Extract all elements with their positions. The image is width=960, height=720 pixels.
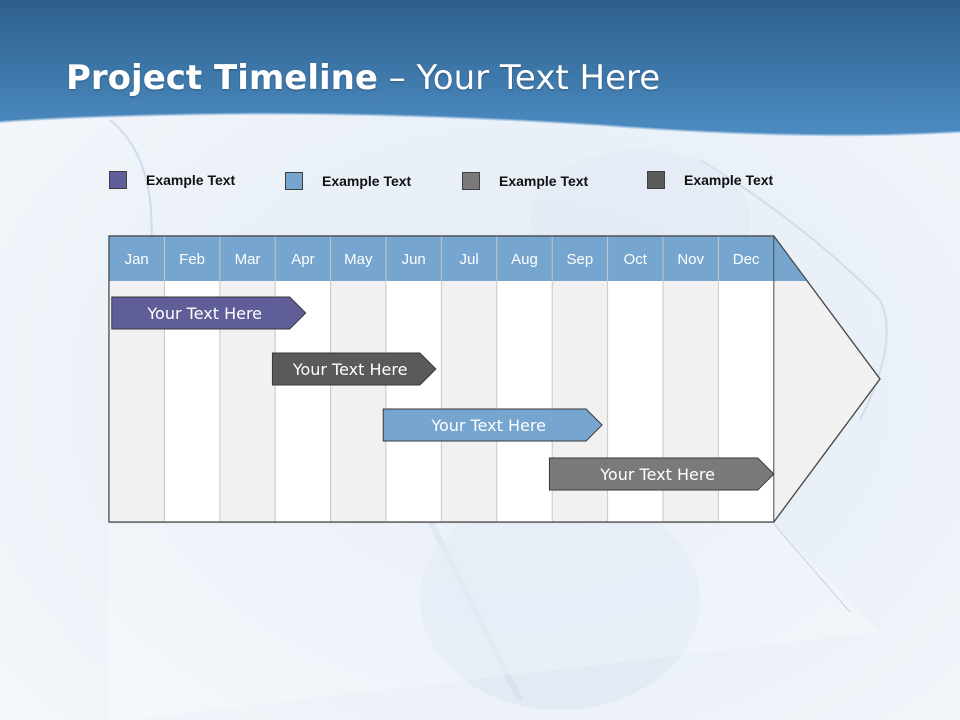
timeline-arrow-outline	[108, 235, 881, 523]
legend-swatch	[462, 172, 480, 190]
month-header-row	[109, 236, 808, 281]
month-label-may: May	[344, 251, 373, 268]
legend-label: Example Text	[684, 172, 774, 188]
month-label-nov: Nov	[677, 251, 704, 268]
month-label-jun: Jun	[402, 251, 426, 268]
reflection-edge	[773, 523, 851, 613]
legend-swatch	[109, 171, 127, 189]
title-bold: Project Timeline	[66, 58, 378, 98]
legend-swatch	[285, 172, 303, 190]
month-label-apr: Apr	[291, 251, 314, 268]
task-bar-3	[382, 408, 603, 442]
month-label-feb: Feb	[179, 251, 205, 268]
task-label-2: Your Text Here	[292, 360, 408, 379]
task-label-3: Your Text Here	[430, 416, 546, 435]
legend-label: Example Text	[146, 172, 236, 188]
legend-swatch	[647, 171, 665, 189]
timeline-reflection	[109, 524, 880, 720]
month-column-aug	[496, 281, 553, 522]
page-title: Project Timeline – Your Text Here	[66, 58, 660, 98]
legend-label: Example Text	[499, 173, 589, 189]
task-bar-4	[548, 457, 775, 491]
month-column-jul	[441, 281, 497, 522]
month-label-oct: Oct	[624, 251, 648, 268]
legend-label: Example Text	[322, 173, 412, 189]
month-label-sep: Sep	[567, 251, 594, 268]
task-label-1: Your Text Here	[146, 304, 262, 323]
month-column-may	[330, 281, 386, 522]
task-label-4: Your Text Here	[599, 465, 715, 484]
task-bar-1	[111, 296, 307, 330]
task-bar-2	[271, 352, 437, 386]
month-label-aug: Aug	[511, 251, 538, 268]
month-label-mar: Mar	[235, 251, 261, 268]
month-label-dec: Dec	[733, 251, 760, 268]
month-label-jan: Jan	[125, 251, 149, 268]
month-label-jul: Jul	[460, 251, 479, 268]
title-rest: – Your Text Here	[377, 58, 661, 98]
month-column-jun	[386, 281, 442, 522]
